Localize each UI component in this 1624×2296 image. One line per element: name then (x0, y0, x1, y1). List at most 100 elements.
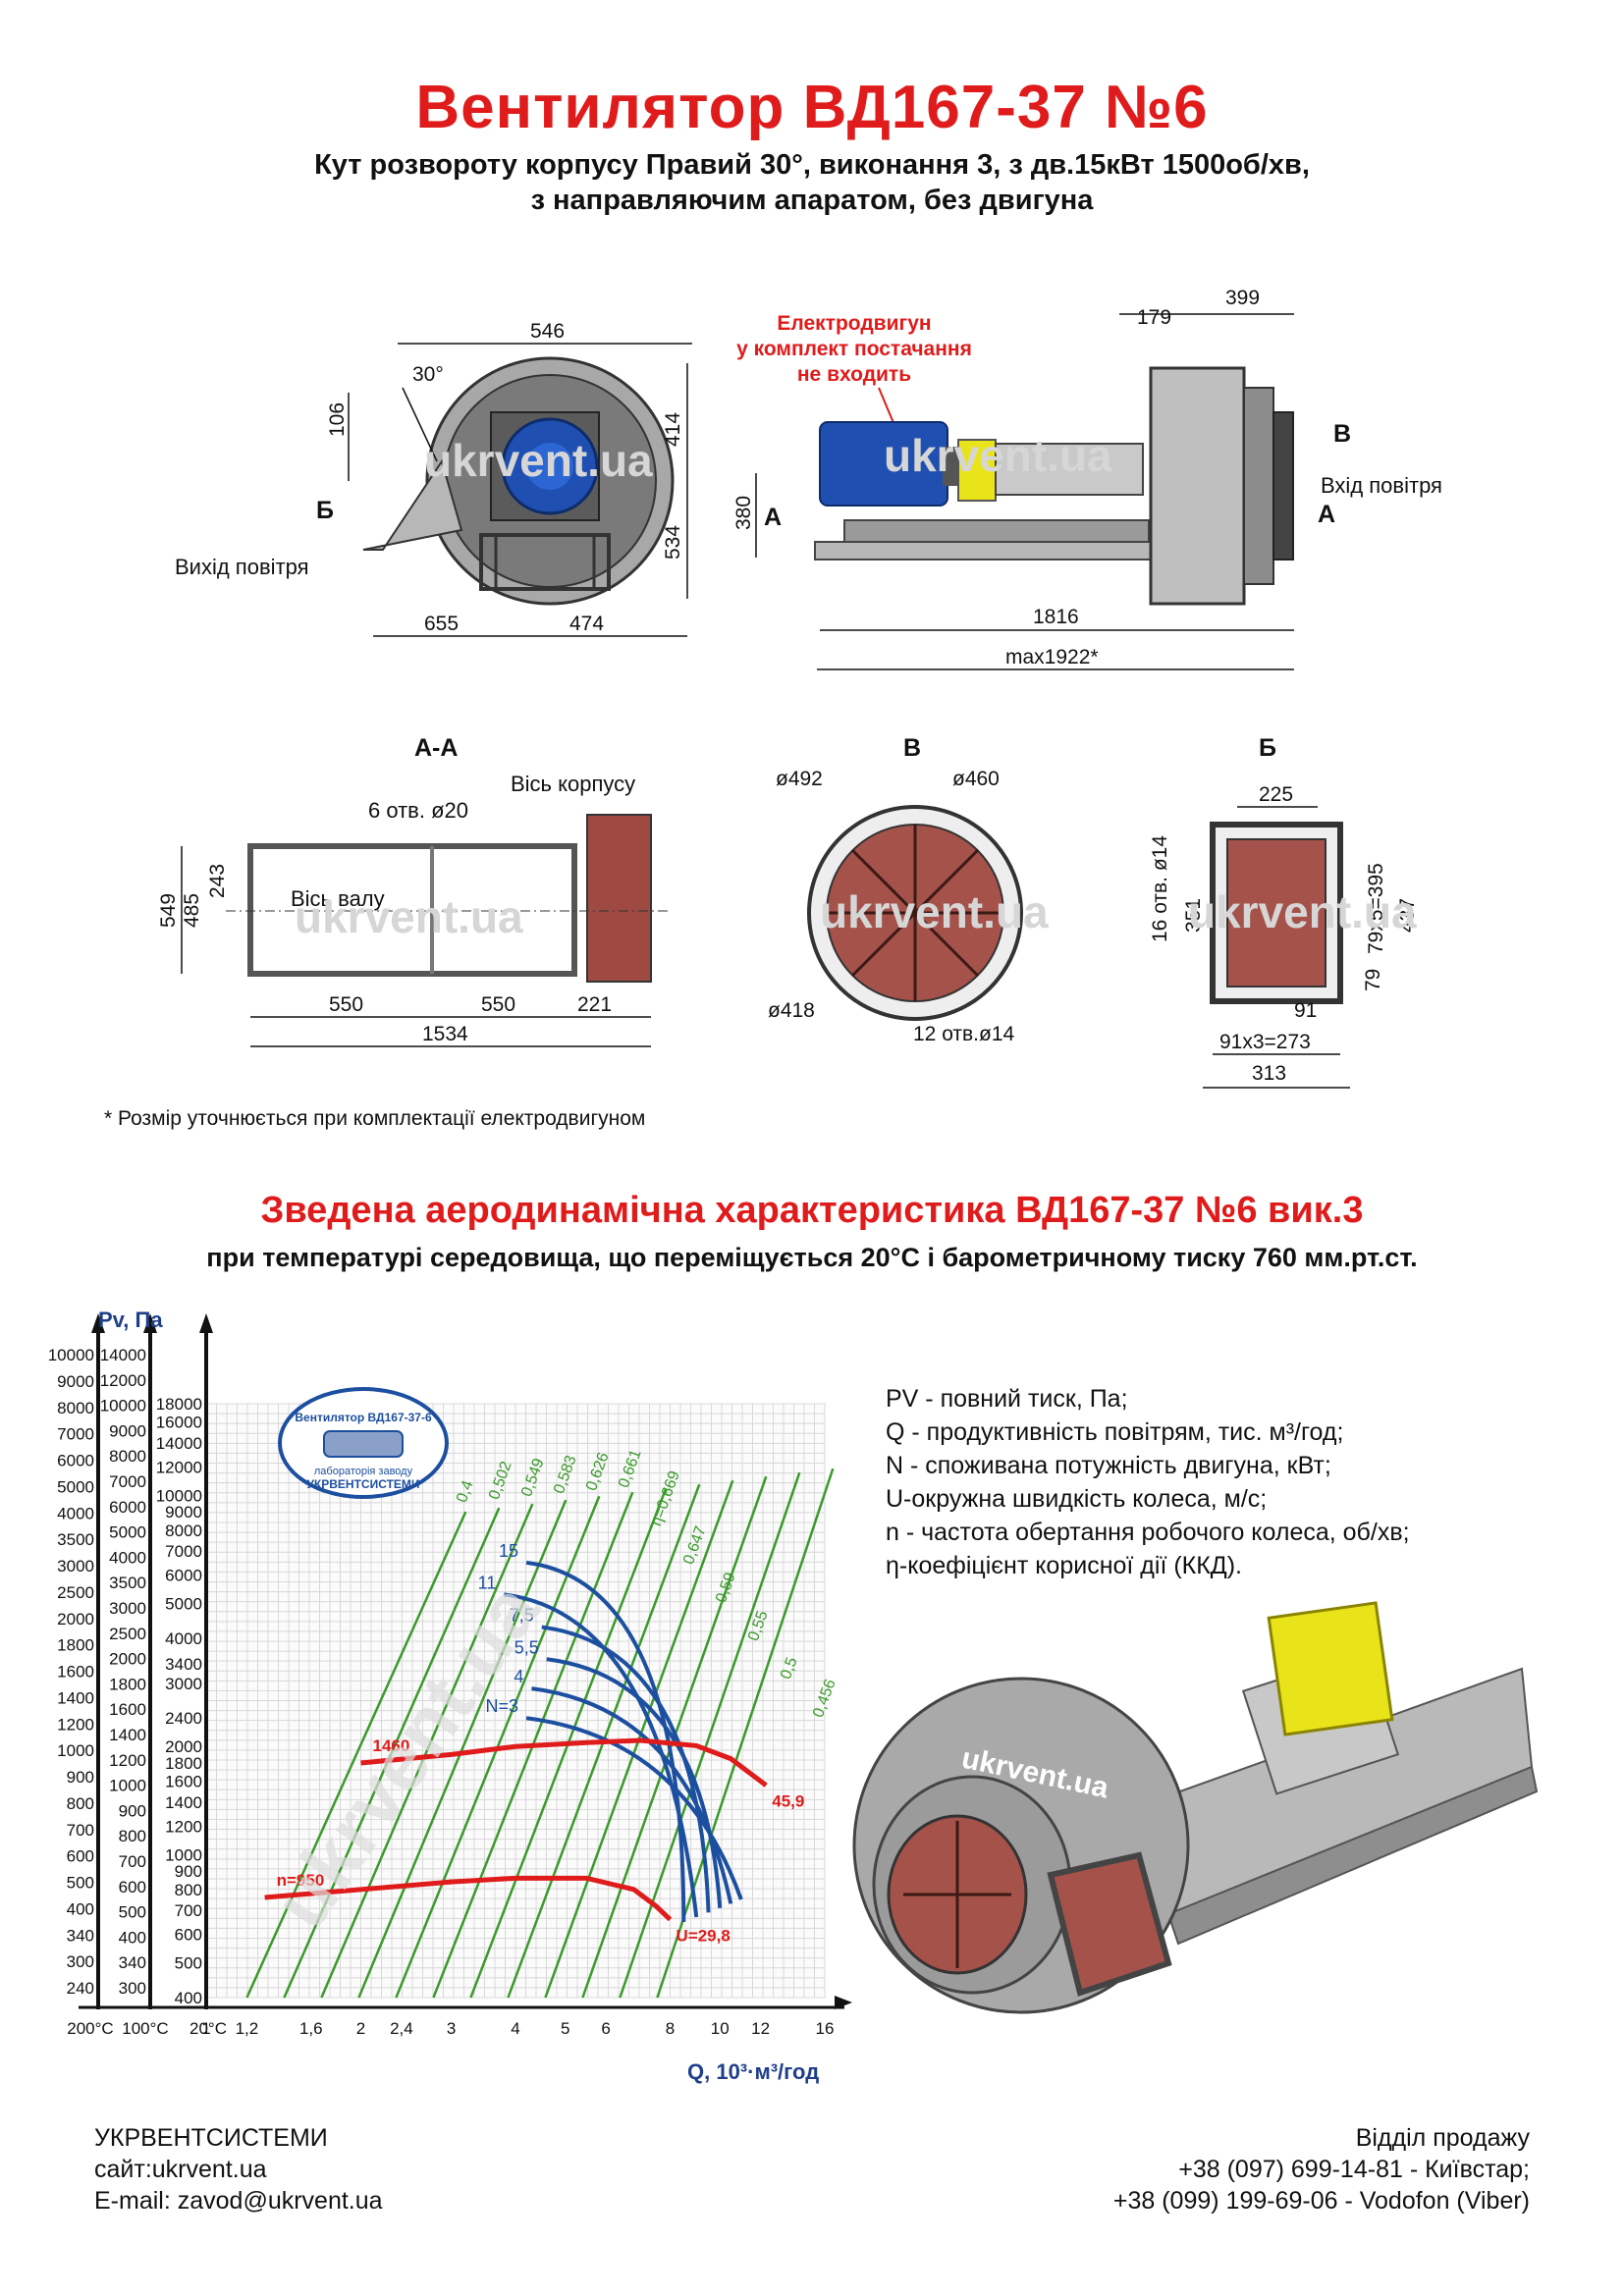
section-mark-b: Б (316, 497, 334, 524)
speed-curve (264, 1875, 673, 1922)
x-tick-label: 3 (447, 2019, 456, 2038)
section-v: В ø492 ø460 ø418 12 отв.ø14 ukrvent.ua (768, 734, 1049, 1045)
y-tick-20c: 3400 (165, 1655, 202, 1674)
legend-item-q: Q - продуктивність повітрям, тис. м³/год… (886, 1418, 1344, 1446)
company-email[interactable]: E-mail: zavod@ukrvent.ua (94, 2187, 383, 2215)
phone-2[interactable]: +38 (099) 199-69-06 - Vodofon (Viber) (1112, 2187, 1530, 2215)
y-tick-100c: 900 (119, 1801, 146, 1820)
power-label: 7,5 (510, 1606, 534, 1626)
y-tick-100c: 700 (119, 1852, 146, 1871)
y-tick-20c: 400 (175, 1989, 202, 2007)
speed-end-label: 45,9 (772, 1792, 804, 1811)
footnote: * Розмір уточнюється при комплектації ел… (104, 1107, 646, 1130)
dim-30deg: 30° (412, 363, 444, 386)
efficiency-line (245, 1511, 467, 1999)
dim-91x3: 91x3=273 (1219, 1031, 1311, 1053)
technical-drawing: 546 30° 106 414 534 655 474 Б Вихід пові… (157, 287, 1442, 1089)
y-tick-20c: 1000 (165, 1845, 202, 1864)
dim-534: 534 (662, 525, 684, 560)
y-tick-200c: 2500 (57, 1583, 94, 1602)
y-tick-20c: 4000 (165, 1629, 202, 1648)
dim-243: 243 (206, 864, 229, 898)
efficiency-line (656, 1468, 835, 1999)
dim-550-b: 550 (481, 993, 515, 1016)
y-tick-100c: 6000 (109, 1498, 146, 1517)
stamp-fan-icon (323, 1430, 404, 1458)
dim-655: 655 (424, 613, 459, 635)
inlet-label: Вхід повітря (1321, 473, 1442, 498)
y-tick-200c: 8000 (57, 1399, 94, 1417)
dim-485: 485 (181, 893, 203, 928)
legend-item-n: N - споживана потужність двигуна, кВт; (886, 1452, 1331, 1479)
dim-d460: ø460 (952, 768, 1000, 790)
chart-title: Зведена аеродинамічна характеристика ВД1… (260, 1190, 1364, 1231)
dim-414: 414 (662, 412, 684, 447)
legend: PV - повний тиск, Па; Q - продуктивність… (886, 1382, 1410, 1582)
aerodynamic-chart: Pv, ПаQ, 10³·м³/год100009000800070006000… (48, 1308, 852, 2084)
power-curve (546, 1657, 723, 1908)
dim-79x5: 79x5=395 (1365, 863, 1387, 954)
y-tick-100c: 1400 (109, 1726, 146, 1744)
y-tick-200c: 1200 (57, 1715, 94, 1734)
y-tick-100c: 1600 (109, 1700, 146, 1719)
y-tick-20c: 7000 (165, 1542, 202, 1561)
y-tick-200c: 1000 (57, 1741, 94, 1760)
x-tick-label: 5 (561, 2019, 569, 2038)
temp-label: 20°С (189, 2019, 227, 2038)
temp-label: 200°С (67, 2019, 113, 2038)
speed-label: 1460 (373, 1736, 410, 1755)
y-tick-200c: 1400 (57, 1688, 94, 1707)
y-tick-20c: 2400 (165, 1709, 202, 1728)
section-mark-v: В (1333, 420, 1351, 448)
y-tick-200c: 3500 (57, 1530, 94, 1549)
power-label: 4 (514, 1667, 523, 1686)
dim-437: 437 (1396, 898, 1419, 933)
temp-label: 100°С (122, 2019, 168, 2038)
power-curve (525, 1716, 743, 1900)
x-tick-label: 12 (751, 2019, 770, 2038)
section-aa-title: А-А (414, 734, 458, 762)
dim-179: 179 (1137, 306, 1171, 329)
efficiency-line (357, 1499, 568, 1999)
section-mark-a-right: А (1318, 501, 1335, 528)
y-tick-200c: 400 (67, 1899, 94, 1918)
speed-end-label: U=29,8 (677, 1926, 731, 1945)
y-tick-200c: 700 (67, 1821, 94, 1840)
company-site[interactable]: сайт:ukrvent.ua (94, 2156, 267, 2183)
dim-225: 225 (1259, 783, 1293, 806)
y-tick-100c: 2500 (109, 1625, 146, 1643)
power-label: 15 (499, 1541, 518, 1561)
y-tick-20c: 1800 (165, 1754, 202, 1773)
page-subtitle-1: Кут розвороту корпусу Правий 30°, викона… (314, 149, 1310, 181)
speed-label: n=950 (277, 1871, 325, 1890)
motor-note-1: Електродвигун (777, 312, 931, 335)
y-tick-20c: 1600 (165, 1773, 202, 1791)
watermark-4: ukrvent.ua (820, 886, 1049, 937)
phone-1[interactable]: +38 (097) 699-14-81 - Київстар; (1178, 2156, 1530, 2183)
section-aa: А-А Вісь корпусу 6 отв. ø20 Вісь валу 54… (157, 734, 668, 1047)
y-tick-20c: 1200 (165, 1817, 202, 1836)
y-tick-20c: 6000 (165, 1567, 202, 1585)
y-tick-200c: 9000 (57, 1372, 94, 1391)
power-label: 11 (478, 1573, 497, 1592)
y-tick-200c: 2000 (57, 1610, 94, 1629)
y-tick-20c: 8000 (165, 1522, 202, 1540)
page-title: Вентилятор ВД167-37 №6 (415, 74, 1209, 141)
y-tick-100c: 12000 (100, 1371, 146, 1390)
legend-item-rpm: n - частота обертання робочого колеса, о… (886, 1519, 1410, 1546)
dim-474: 474 (569, 613, 604, 635)
efficiency-line (283, 1507, 501, 1999)
y-tick-20c: 18000 (156, 1395, 202, 1414)
dim-313: 313 (1252, 1062, 1286, 1085)
y-tick-200c: 300 (67, 1952, 94, 1971)
y-axis-title: Pv, Па (98, 1308, 163, 1332)
section-b: Б 225 16 отв. ø14 351 79x5=395 437 79 91… (1149, 734, 1419, 1089)
y-tick-20c: 10000 (156, 1486, 202, 1505)
footer-left: УКРВЕНТСИСТЕМИ сайт:ukrvent.ua E-mail: z… (94, 2122, 383, 2216)
x-tick-label: 8 (666, 2019, 675, 2038)
y-tick-200c: 5000 (57, 1477, 94, 1496)
y-tick-200c: 1800 (57, 1636, 94, 1655)
efficiency-line (619, 1471, 801, 1999)
y-tick-200c: 800 (67, 1794, 94, 1813)
section-v-title: В (903, 734, 921, 762)
